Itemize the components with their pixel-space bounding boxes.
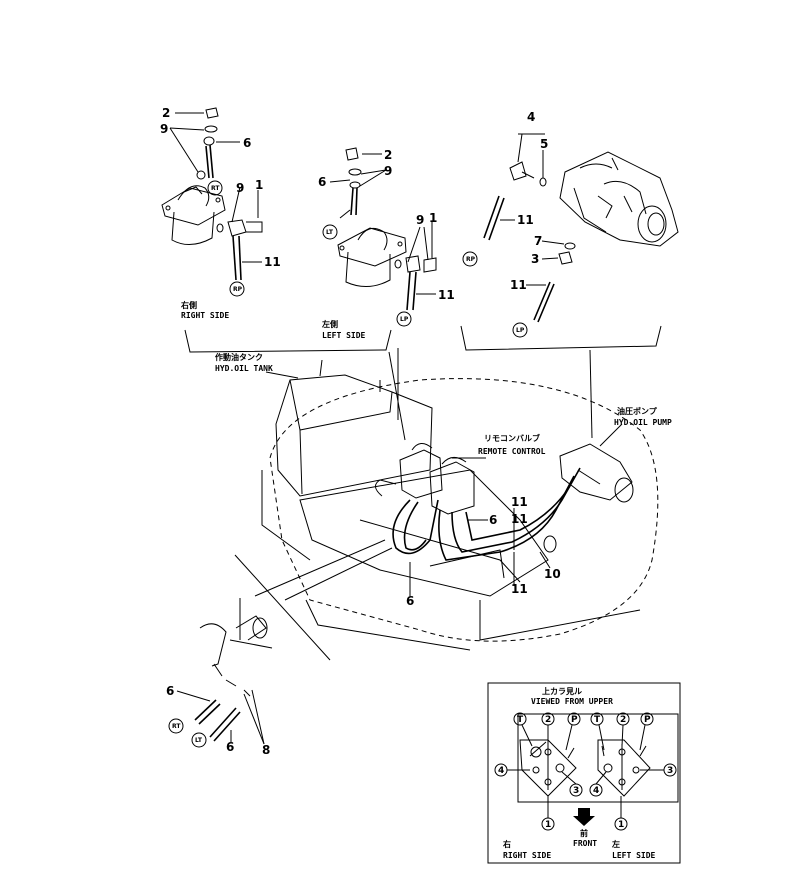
right-side-label-jp: 右側 bbox=[180, 300, 197, 310]
right-side-valve-assembly bbox=[161, 107, 263, 281]
port-1-right: 1 bbox=[545, 820, 551, 830]
port-2-right: 2 bbox=[545, 715, 551, 725]
part-11-machine-b: 11 bbox=[511, 512, 528, 526]
part-6-machine-lower: 6 bbox=[406, 594, 414, 608]
remote-label: REMOTE CONTROL bbox=[478, 447, 546, 456]
pump-label-jp: 油圧ポンプ bbox=[617, 406, 658, 416]
tank-label-jp: 作動油タンク bbox=[215, 352, 263, 362]
remote-label-jp: リモコンバルブ bbox=[484, 433, 540, 443]
pump-assembly bbox=[483, 133, 679, 323]
port-4-left: 4 bbox=[593, 786, 599, 796]
tag-lp-left: LP bbox=[400, 316, 409, 323]
left-side-label-jp: 左側 bbox=[321, 319, 338, 329]
part-9-left-fitting: 9 bbox=[416, 213, 424, 227]
inset-left-jp: 左 bbox=[611, 839, 620, 849]
front-label: FRONT bbox=[573, 839, 597, 848]
part-3-pump: 3 bbox=[531, 252, 539, 266]
port-1-left: 1 bbox=[618, 820, 624, 830]
part-6-right: 6 bbox=[243, 136, 251, 150]
part-11-machine-a: 11 bbox=[511, 495, 528, 509]
left-side-label: LEFT SIDE bbox=[322, 331, 366, 340]
tag-rt-bottom: RT bbox=[172, 723, 181, 730]
front-label-jp: 前 bbox=[580, 828, 588, 838]
part-11-left: 11 bbox=[438, 288, 455, 302]
inset-texts: 上カラ見ル VIEWED FROM UPPER T 2 P T 2 P 4 3 … bbox=[498, 686, 673, 860]
part-9-right: 9 bbox=[160, 122, 168, 136]
tag-lp-pump: LP bbox=[516, 327, 525, 334]
port-3-left: 3 bbox=[667, 766, 673, 776]
hose-end-tags bbox=[168, 180, 528, 748]
pump-bracket bbox=[460, 325, 662, 351]
part-10-machine: 10 bbox=[544, 567, 561, 581]
tag-lt-bottom: LT bbox=[195, 737, 203, 744]
part-5-pump: 5 bbox=[540, 137, 548, 151]
pump-label: HYD.OIL PUMP bbox=[614, 418, 672, 427]
port-t-left: T bbox=[594, 715, 601, 725]
part-8-detail: 8 bbox=[262, 743, 270, 757]
tag-rp-right: RP bbox=[233, 286, 243, 293]
part-9-left: 9 bbox=[384, 164, 392, 178]
inset-right-label: RIGHT SIDE bbox=[503, 851, 551, 860]
viewed-from-upper-jp: 上カラ見ル bbox=[542, 686, 582, 696]
part-2-left: 2 bbox=[384, 148, 392, 162]
part-11-pump-upper: 11 bbox=[517, 213, 534, 227]
port-t-right: T bbox=[517, 715, 524, 725]
machine-frame bbox=[261, 359, 659, 651]
part-7-pump: 7 bbox=[534, 234, 542, 248]
port-2-left: 2 bbox=[620, 715, 626, 725]
part-1-left: 1 bbox=[429, 211, 437, 225]
port-4-right: 4 bbox=[498, 766, 504, 776]
viewed-from-upper: VIEWED FROM UPPER bbox=[531, 697, 613, 706]
right-left-bracket bbox=[184, 329, 392, 353]
front-arrow-icon bbox=[573, 808, 595, 826]
inset-right-jp: 右 bbox=[502, 839, 511, 849]
right-side-label: RIGHT SIDE bbox=[181, 311, 229, 320]
part-11-pump-lower: 11 bbox=[510, 278, 527, 292]
part-6-detail-upper: 6 bbox=[166, 684, 174, 698]
link-line-1 bbox=[234, 554, 331, 661]
section-labels: 右側 RIGHT SIDE 左側 LEFT SIDE 作動油タンク HYD.OI… bbox=[180, 300, 672, 456]
tag-rp-pump: RP bbox=[466, 256, 476, 263]
tag-rt-top: RT bbox=[211, 185, 220, 192]
part-4-pump: 4 bbox=[527, 110, 535, 124]
part-2-right: 2 bbox=[162, 106, 170, 120]
part-6-detail-lower: 6 bbox=[226, 740, 234, 754]
left-side-valve-assembly bbox=[329, 147, 437, 311]
hose-end-tag-texts: RT RP LT LP RP LP RT LT bbox=[172, 185, 525, 744]
part-number-labels: 2 9 6 1 9 11 2 9 6 9 1 11 4 5 11 7 3 11 … bbox=[160, 106, 561, 757]
hose-fitting-detail bbox=[176, 598, 273, 745]
part-11-right: 11 bbox=[264, 255, 281, 269]
port-3-right: 3 bbox=[573, 786, 579, 796]
part-11-machine-c: 11 bbox=[511, 582, 528, 596]
part-6-left: 6 bbox=[318, 175, 326, 189]
part-1-right: 1 bbox=[255, 178, 263, 192]
viewed-from-upper-inset bbox=[487, 682, 681, 864]
tank-label: HYD.OIL TANK bbox=[215, 364, 273, 373]
part-6-machine: 6 bbox=[489, 513, 497, 527]
part-9-right-fitting: 9 bbox=[236, 181, 244, 195]
port-p-right: P bbox=[571, 715, 578, 725]
port-p-left: P bbox=[644, 715, 651, 725]
tag-lt-top: LT bbox=[326, 229, 334, 236]
inset-left-label: LEFT SIDE bbox=[612, 851, 656, 860]
